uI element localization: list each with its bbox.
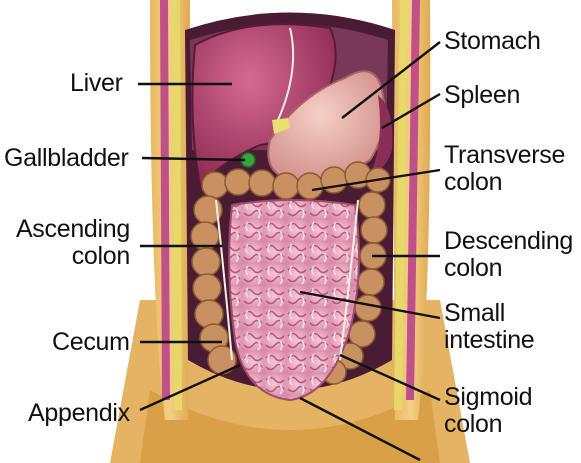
label-sigmoid-colon-line1: Sigmoid	[444, 384, 532, 411]
label-gallbladder: Gallbladder	[4, 145, 129, 172]
label-sigmoid-colon-line2: colon	[444, 411, 532, 438]
label-spleen: Spleen	[444, 82, 520, 109]
label-stomach: Stomach	[444, 28, 541, 55]
label-ascending-colon-line1: Ascending	[10, 216, 130, 243]
label-transverse-colon-line2: colon	[444, 169, 565, 196]
label-descending-colon-line2: colon	[444, 255, 573, 282]
label-small-intestine-line1: Small	[444, 300, 534, 327]
label-small-intestine: Small intestine	[444, 300, 534, 354]
label-liver: Liver	[70, 70, 123, 97]
label-transverse-colon: Transverse colon	[444, 142, 565, 196]
label-ascending-colon-line2: colon	[10, 243, 130, 270]
label-ascending-colon: Ascending colon	[10, 216, 130, 270]
label-descending-colon-line1: Descending	[444, 228, 573, 255]
label-descending-colon: Descending colon	[444, 228, 573, 282]
label-transverse-colon-line1: Transverse	[444, 142, 565, 169]
label-sigmoid-colon: Sigmoid colon	[444, 384, 532, 438]
label-appendix: Appendix	[28, 400, 130, 427]
label-cecum: Cecum	[52, 329, 130, 356]
label-small-intestine-line2: intestine	[444, 327, 534, 354]
